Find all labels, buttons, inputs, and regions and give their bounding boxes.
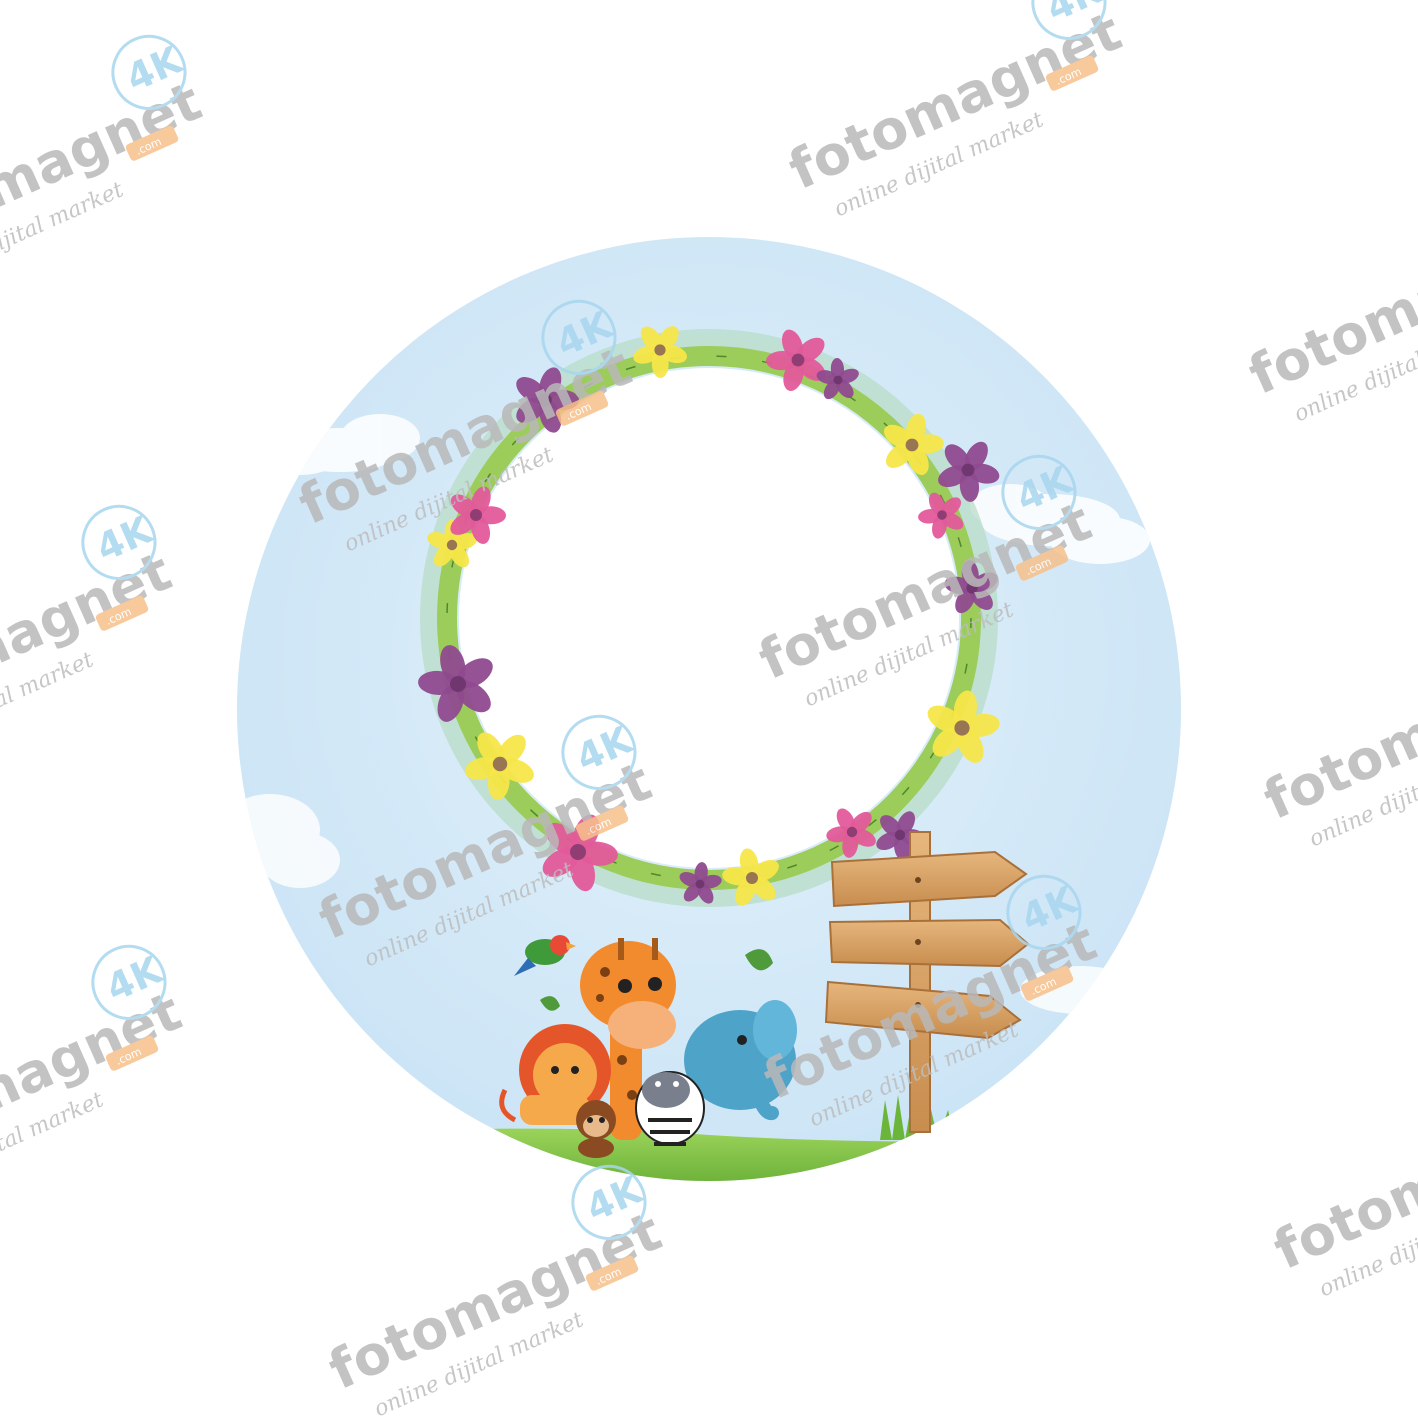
flower-icon xyxy=(826,808,876,858)
flower-icon xyxy=(918,492,964,539)
flower-icon xyxy=(883,413,944,476)
flower-icon xyxy=(450,486,506,544)
animal-group xyxy=(499,935,797,1158)
flower-icon xyxy=(633,326,687,378)
svg-text:fotomagnet: fotomagnet xyxy=(0,540,180,742)
flower-icon xyxy=(944,560,998,614)
svg-text:fotomagnet: fotomagnet xyxy=(320,1200,671,1402)
flower-wreath xyxy=(420,329,998,907)
flower-icon xyxy=(722,848,779,906)
svg-text:fotomagnet: fotomagnet xyxy=(780,0,1131,202)
elephant-icon xyxy=(684,1000,797,1120)
flower-icon xyxy=(938,441,1000,502)
svg-text:fotomagnet: fotomagnet xyxy=(0,980,190,1182)
lion-icon xyxy=(499,1024,611,1125)
flower-icon xyxy=(464,732,534,800)
monkey-icon xyxy=(576,1100,616,1158)
wooden-signpost-icon xyxy=(824,831,1030,1133)
flower-icon xyxy=(927,690,1000,763)
leaf-icon xyxy=(540,949,773,1011)
giraffe-icon xyxy=(580,938,676,1140)
zebra-icon xyxy=(635,1071,705,1146)
flower-icon xyxy=(679,862,722,904)
flower-icon xyxy=(418,645,493,722)
parrot-icon xyxy=(514,935,576,976)
flower-icon xyxy=(816,358,859,400)
wreath-flowers xyxy=(418,326,1000,906)
flower-icon xyxy=(516,367,579,433)
cloud-right xyxy=(970,484,1150,564)
